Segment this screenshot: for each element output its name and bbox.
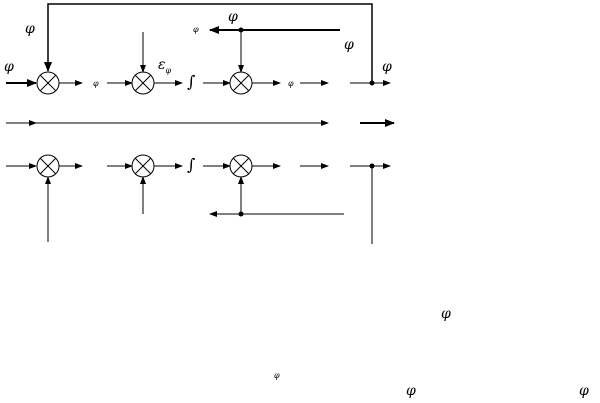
label-phi-small-top: φ	[193, 25, 199, 34]
label-phi-right-loop: φ	[344, 37, 354, 53]
label-phi-top: φ	[228, 9, 238, 25]
label-phi-small-2: φ	[288, 79, 294, 88]
node-dot-bottom	[238, 211, 244, 217]
label-phi-lower-1: φ	[441, 306, 451, 322]
label-phi-input: φ	[4, 59, 14, 75]
label-phi-outer-loop: φ	[25, 21, 35, 37]
label-epsilon-phi: εφ	[158, 57, 172, 75]
summing-junction-3	[229, 71, 253, 95]
label-phi-output: φ	[382, 59, 392, 75]
label-phi-small-1: φ	[93, 79, 99, 88]
summing-junction-2	[131, 71, 155, 95]
label-phi-lower-2: φ	[406, 383, 416, 399]
integral-sign-2: ∫	[187, 155, 196, 174]
integral-sign-1: ∫	[187, 72, 196, 91]
summing-junction-1	[36, 71, 60, 95]
label-phi-lower-small: φ	[274, 371, 280, 380]
summing-junction-6	[229, 154, 253, 178]
summing-junction-5	[131, 154, 155, 178]
outer-feedback-loop	[44, 3, 373, 83]
label-phi-lower-3: φ	[579, 383, 589, 399]
summing-junction-4	[36, 154, 60, 178]
node-dot-top	[238, 27, 244, 33]
